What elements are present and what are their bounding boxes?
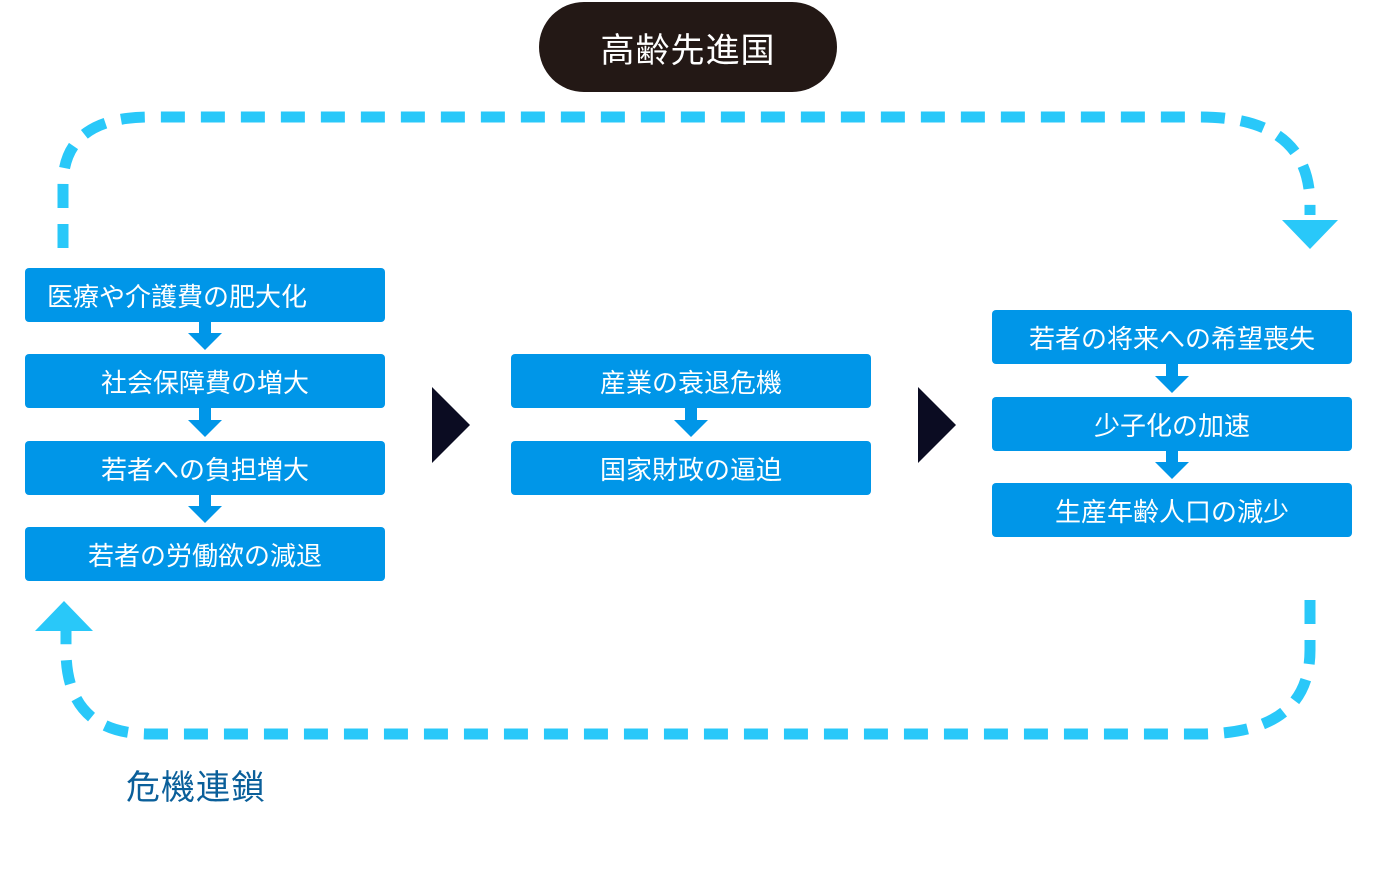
page-title: 高齢先進国 — [539, 2, 837, 92]
flow-box: 少子化の加速 — [992, 397, 1352, 451]
loop-arrowhead-up-icon — [35, 601, 93, 631]
loop-path-top — [57, 111, 1316, 248]
down-arrow-icon — [674, 407, 708, 437]
flow-box: 医療や介護費の肥大化 — [25, 268, 385, 322]
chevron-right-icon — [432, 387, 470, 463]
cycle-caption: 危機連鎖 — [126, 768, 266, 808]
flow-box: 生産年齢人口の減少 — [992, 483, 1352, 537]
loop-arrowhead-down-icon — [1282, 220, 1338, 249]
down-arrow-icon — [188, 493, 222, 523]
flow-box: 産業の衰退危機 — [511, 354, 871, 408]
flow-box: 国家財政の逼迫 — [511, 441, 871, 495]
down-arrow-icon — [188, 407, 222, 437]
down-arrow-icon — [188, 320, 222, 350]
flow-box: 若者の将来への希望喪失 — [992, 310, 1352, 364]
down-arrow-icon — [1155, 363, 1189, 393]
flow-box: 若者の労働欲の減退 — [25, 527, 385, 581]
flow-box: 社会保障費の増大 — [25, 354, 385, 408]
loop-path-bottom — [60, 600, 1316, 740]
flow-box: 若者への負担増大 — [25, 441, 385, 495]
chevron-right-icon — [918, 387, 956, 463]
down-arrow-icon — [1155, 449, 1189, 479]
